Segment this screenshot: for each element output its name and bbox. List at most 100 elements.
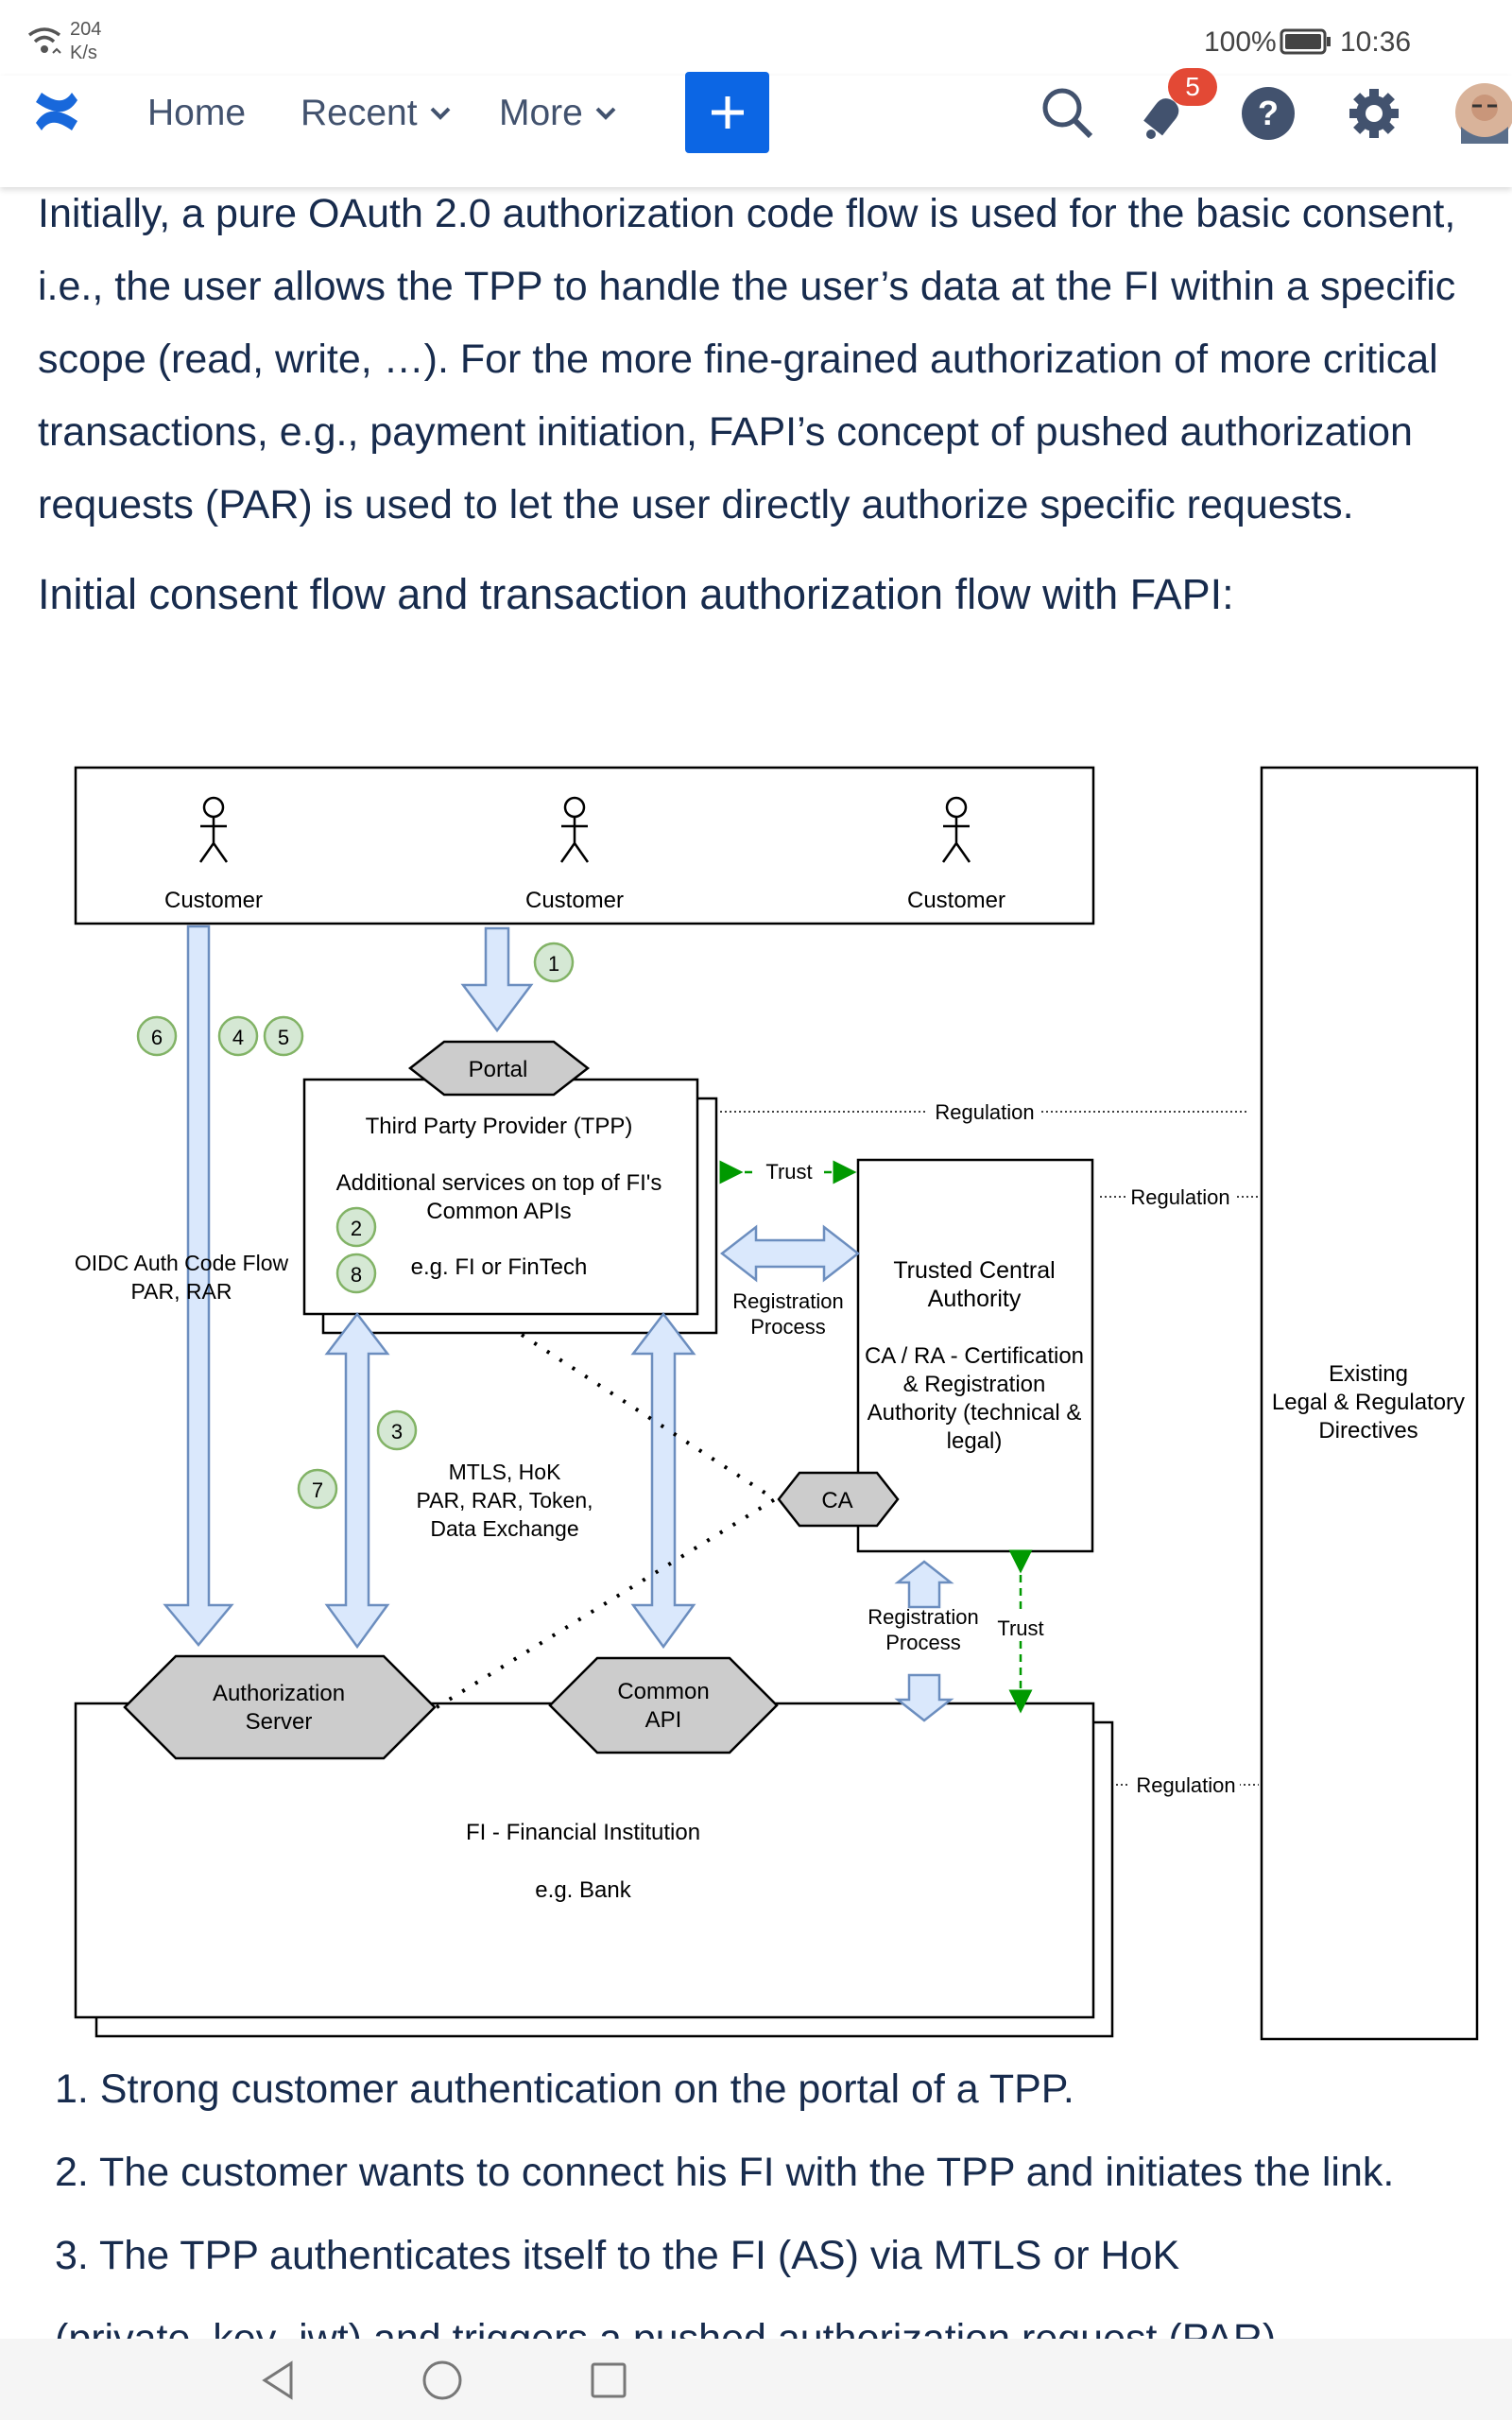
registration-label: Registration bbox=[868, 1605, 978, 1629]
customer-box bbox=[74, 766, 1095, 925]
svg-text:?: ? bbox=[1258, 94, 1279, 132]
tpp-title: Third Party Provider (TPP) bbox=[366, 1114, 633, 1139]
nav-more-dropdown[interactable]: More bbox=[499, 93, 617, 134]
authorization-server-label: Authorization bbox=[213, 1681, 345, 1706]
status-bar: 204 K/s 100% 10:36 bbox=[0, 0, 1512, 76]
tca-description: CA / RA - Certification bbox=[865, 1343, 1084, 1369]
nav-home-label: Home bbox=[147, 93, 247, 133]
regulation-label: Regulation bbox=[1130, 1185, 1229, 1209]
portal-label: Portal bbox=[469, 1057, 528, 1082]
actor-label: Customer bbox=[907, 888, 1005, 913]
actor-icon bbox=[198, 796, 229, 863]
actor-icon bbox=[559, 796, 590, 863]
home-circle-icon[interactable] bbox=[421, 2360, 463, 2401]
mtls-label: Data Exchange bbox=[430, 1516, 578, 1541]
tca-fi-double-arrow bbox=[894, 1673, 954, 1722]
registration-label: Process bbox=[750, 1315, 825, 1339]
existing-directives-label: Existing bbox=[1329, 1361, 1408, 1387]
tpp-description: Common APIs bbox=[426, 1199, 571, 1224]
ca-hexagon bbox=[777, 1471, 900, 1528]
nav-home[interactable]: Home bbox=[147, 93, 246, 134]
tca-box bbox=[856, 1158, 1094, 1553]
tca-description: Authority (technical & bbox=[868, 1400, 1082, 1426]
tca-description: legal) bbox=[947, 1428, 1003, 1454]
step-marker: 1 bbox=[533, 942, 575, 983]
svg-text:5: 5 bbox=[278, 1026, 289, 1049]
system-navigation-bar bbox=[0, 2339, 1512, 2420]
fi-example: e.g. Bank bbox=[535, 1877, 631, 1903]
svg-text:7: 7 bbox=[312, 1478, 323, 1502]
authorization-server-label: Server bbox=[246, 1709, 313, 1735]
common-api-label: API bbox=[645, 1707, 682, 1733]
step-marker: 2 bbox=[335, 1206, 377, 1248]
bell-icon[interactable] bbox=[1134, 85, 1191, 142]
help-icon[interactable]: ? bbox=[1240, 85, 1297, 142]
oidc-label: PAR, RAR bbox=[131, 1279, 232, 1304]
fapi-flow-diagram: Customer Customer Customer Existing Lega… bbox=[74, 766, 1479, 2041]
trust-label: Trust bbox=[997, 1616, 1043, 1640]
portal-hexagon bbox=[407, 1040, 591, 1097]
actor-label: Customer bbox=[164, 888, 263, 913]
svg-text:3: 3 bbox=[391, 1420, 403, 1443]
nav-recent-dropdown[interactable]: Recent bbox=[301, 93, 452, 134]
step-marker: 8 bbox=[335, 1253, 377, 1294]
nav-recent-label: Recent bbox=[301, 93, 418, 133]
svg-text:2: 2 bbox=[351, 1217, 362, 1240]
recents-square-icon[interactable] bbox=[590, 2361, 627, 2399]
fi-title: FI - Financial Institution bbox=[466, 1820, 700, 1845]
existing-directives-box bbox=[1260, 766, 1479, 2041]
actor-label: Customer bbox=[525, 888, 624, 913]
tpp-auth-double-arrow bbox=[324, 1311, 390, 1650]
tca-fi-double-arrow bbox=[894, 1560, 954, 1609]
section-heading: Initial consent flow and transaction aut… bbox=[38, 570, 1234, 618]
customer-portal-arrow bbox=[460, 926, 534, 1033]
create-button[interactable] bbox=[685, 72, 769, 153]
oidc-label: OIDC Auth Code Flow bbox=[75, 1251, 289, 1275]
tca-title: Trusted Central bbox=[893, 1257, 1055, 1284]
registration-label: Registration bbox=[732, 1289, 843, 1313]
actor-icon bbox=[941, 796, 971, 863]
step-marker: 4 bbox=[217, 1015, 259, 1057]
tpp-box bbox=[302, 1078, 699, 1316]
existing-directives-label: Directives bbox=[1318, 1418, 1418, 1443]
tca-description: & Registration bbox=[903, 1372, 1046, 1397]
notification-badge: 5 bbox=[1168, 68, 1217, 106]
chevron-down-icon bbox=[430, 107, 450, 120]
list-item: 2. The customer wants to connect his FI … bbox=[55, 2150, 1395, 2195]
wifi-icon bbox=[27, 27, 61, 54]
search-icon[interactable] bbox=[1040, 85, 1094, 140]
existing-directives-label: Legal & Regulatory bbox=[1272, 1390, 1465, 1415]
regulation-label: Regulation bbox=[935, 1100, 1034, 1124]
network-speed-value: 204 bbox=[70, 19, 102, 40]
back-icon[interactable] bbox=[259, 2360, 297, 2401]
svg-text:1: 1 bbox=[548, 952, 559, 976]
tpp-example: e.g. FI or FinTech bbox=[411, 1254, 588, 1280]
tpp-api-double-arrow bbox=[630, 1311, 696, 1650]
chevron-down-icon bbox=[595, 107, 616, 120]
tpp-tca-double-arrow bbox=[719, 1224, 861, 1283]
step-marker: 6 bbox=[136, 1015, 178, 1057]
tca-title: Authority bbox=[928, 1286, 1022, 1312]
svg-text:4: 4 bbox=[232, 1026, 244, 1049]
svg-text:6: 6 bbox=[151, 1026, 163, 1049]
tpp-description: Additional services on top of FI's bbox=[336, 1170, 662, 1196]
authorization-server-hexagon bbox=[123, 1654, 437, 1760]
body-paragraph: Initially, a pure OAuth 2.0 authorizatio… bbox=[38, 191, 1456, 527]
list-item: 3. The TPP authenticates itself to the F… bbox=[55, 2233, 1180, 2278]
battery-icon bbox=[1280, 28, 1331, 55]
step-marker: 5 bbox=[263, 1015, 304, 1057]
regulation-label: Regulation bbox=[1136, 1773, 1235, 1797]
mtls-label: MTLS, HoK bbox=[449, 1460, 562, 1484]
gear-icon[interactable] bbox=[1346, 85, 1402, 142]
common-api-label: Common bbox=[617, 1679, 709, 1704]
plus-icon bbox=[712, 96, 744, 129]
ca-label: CA bbox=[821, 1488, 852, 1513]
clock: 10:36 bbox=[1340, 26, 1412, 58]
network-speed-unit: K/s bbox=[70, 43, 97, 63]
list-item: 1. Strong customer authentication on the… bbox=[55, 2066, 1074, 2112]
svg-text:8: 8 bbox=[351, 1263, 362, 1287]
oidc-down-arrow bbox=[163, 925, 234, 1647]
confluence-logo-icon[interactable] bbox=[32, 87, 81, 136]
avatar[interactable] bbox=[1453, 81, 1512, 144]
step-marker: 7 bbox=[297, 1468, 338, 1510]
